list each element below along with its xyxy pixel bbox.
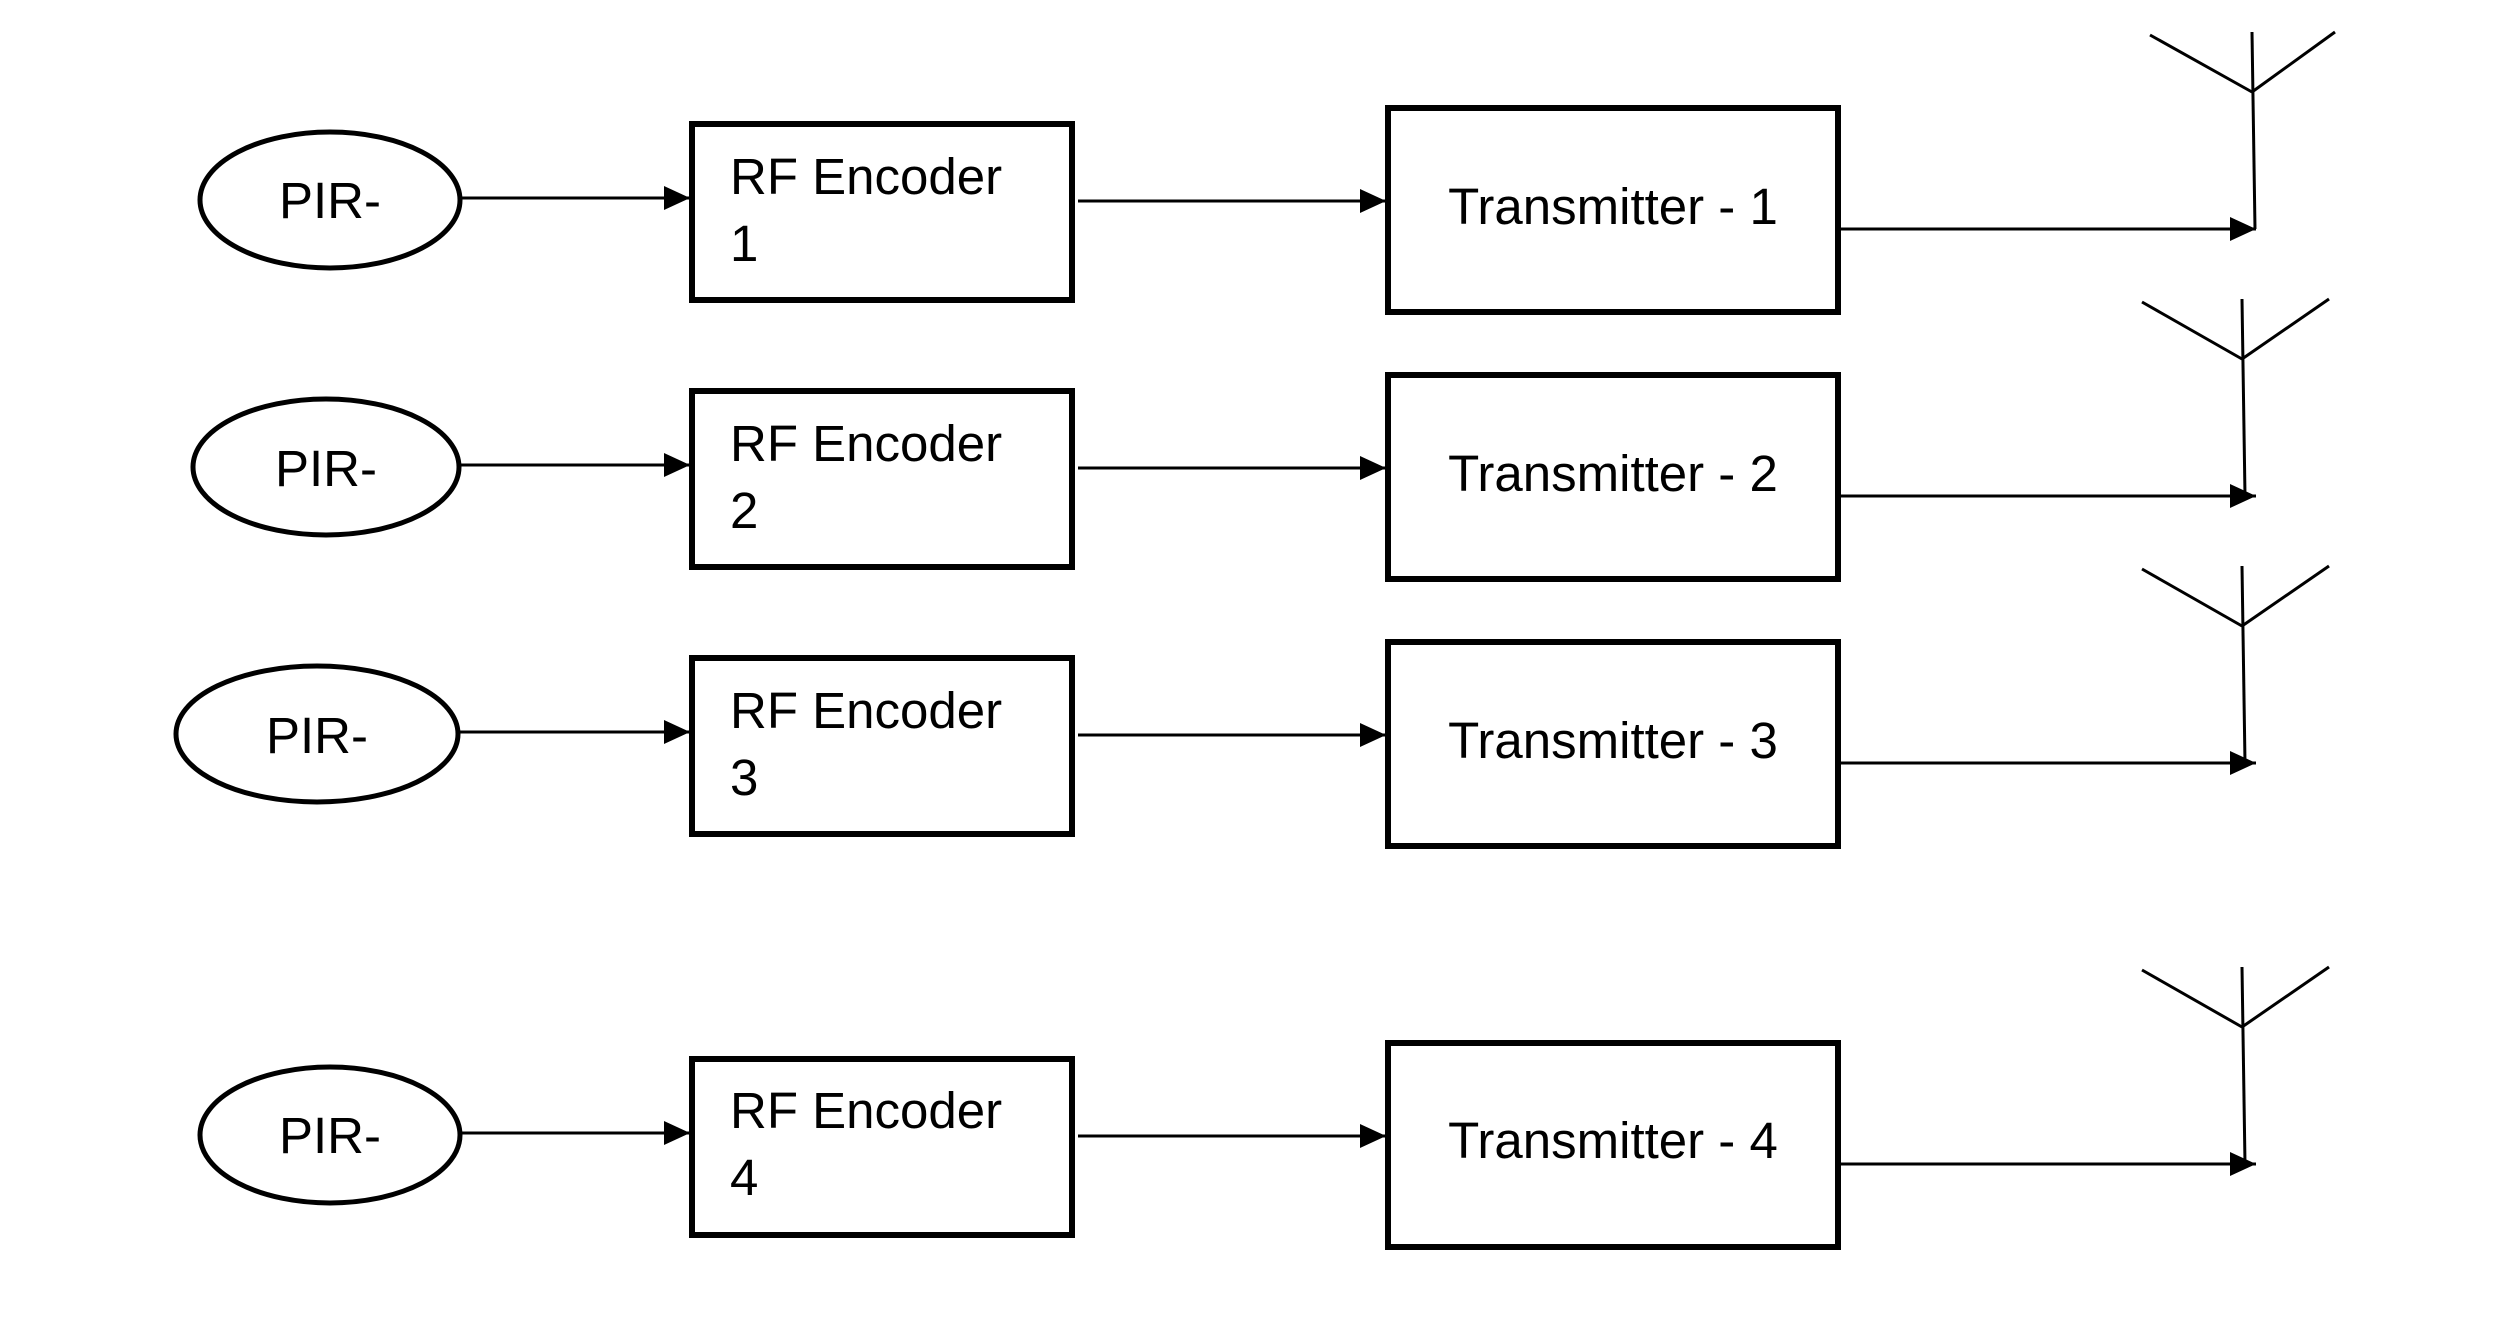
transmitter-3-box <box>1385 639 1841 849</box>
rf-encoder-2-box <box>689 388 1075 570</box>
signal-chain-row-4: PIR- RF Encoder 4 Transmitter - 4 <box>197 965 2330 1250</box>
transmitter-4-box <box>1385 1040 1841 1250</box>
rf-encoder-1-number: 1 <box>730 215 758 272</box>
rf-encoder-4-number: 4 <box>730 1149 758 1206</box>
rf-encoder-4-box <box>689 1056 1075 1238</box>
pir-sensor-1 <box>197 129 463 271</box>
rf-encoder-3-box <box>689 655 1075 837</box>
transmitter-1-label: Transmitter - 1 <box>1448 178 1778 235</box>
transmitter-1-box <box>1385 105 1841 315</box>
signal-chain-row-1: PIR- RF Encoder 1 Transmitter - 1 <box>197 30 2336 315</box>
pir-sensor-2-label: PIR- <box>275 440 377 497</box>
transmitter-2-label: Transmitter - 2 <box>1448 445 1778 502</box>
antenna-icon <box>2149 30 2336 230</box>
rf-encoder-1-label: RF Encoder <box>730 148 1002 205</box>
signal-chain-row-3: PIR- RF Encoder 3 Transmitter - 3 <box>173 564 2330 849</box>
rf-encoder-1-box <box>689 121 1075 303</box>
antenna-icon <box>2141 564 2330 764</box>
signal-chain-row-2: PIR- RF Encoder 2 Transmitter - 2 <box>190 297 2330 582</box>
pir-sensor-1-label: PIR- <box>279 172 381 229</box>
pir-sensor-4 <box>197 1064 463 1206</box>
transmitter-4-label: Transmitter - 4 <box>1448 1112 1778 1169</box>
pir-sensor-2 <box>190 396 462 538</box>
pir-sensor-3 <box>173 663 461 805</box>
rf-encoder-2-number: 2 <box>730 482 758 539</box>
rf-encoder-2-label: RF Encoder <box>730 415 1002 472</box>
rf-encoder-4-label: RF Encoder <box>730 1082 1002 1139</box>
pir-sensor-3-label: PIR- <box>266 707 368 764</box>
transmitter-2-box <box>1385 372 1841 582</box>
antenna-icon <box>2141 297 2330 497</box>
antenna-icon <box>2141 965 2330 1165</box>
pir-sensor-4-label: PIR- <box>279 1107 381 1164</box>
transmitter-3-label: Transmitter - 3 <box>1448 712 1778 769</box>
rf-encoder-3-label: RF Encoder <box>730 682 1002 739</box>
rf-encoder-3-number: 3 <box>730 749 758 806</box>
